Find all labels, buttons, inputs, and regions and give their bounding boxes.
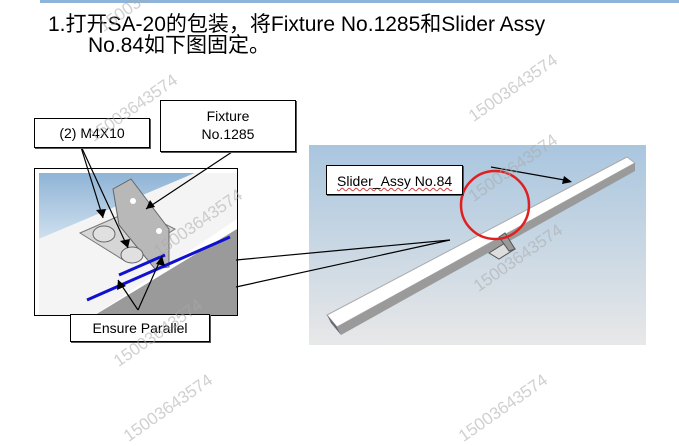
closeup-photo xyxy=(34,168,238,316)
slider-assy-label: Slider_Assy No.84 xyxy=(337,173,453,189)
step-title-line1: 1.打开SA-20的包装，将Fixture No.1285和Slider Ass… xyxy=(48,13,546,36)
step-title-line2: No.84如下图固定。 xyxy=(88,34,271,57)
fixture-callout: Fixture No.1285 xyxy=(160,100,296,152)
fixture-label-line1: Fixture xyxy=(206,108,250,124)
slider-assy-callout: Slider_Assy No.84 xyxy=(326,165,463,195)
closeup-illustration xyxy=(39,173,237,315)
ensure-parallel-callout: Ensure Parallel xyxy=(70,314,210,342)
highlight-circle xyxy=(459,169,531,241)
slide-top-bar xyxy=(40,0,679,3)
screws-label: (2) M4X10 xyxy=(59,125,125,141)
ensure-parallel-label: Ensure Parallel xyxy=(92,320,188,336)
step-title: 1.打开SA-20的包装，将Fixture No.1285和Slider Ass… xyxy=(48,14,545,56)
fixture-label-line2: No.1285 xyxy=(201,126,255,142)
screws-callout: (2) M4X10 xyxy=(34,118,150,148)
leader-lines xyxy=(79,143,572,311)
